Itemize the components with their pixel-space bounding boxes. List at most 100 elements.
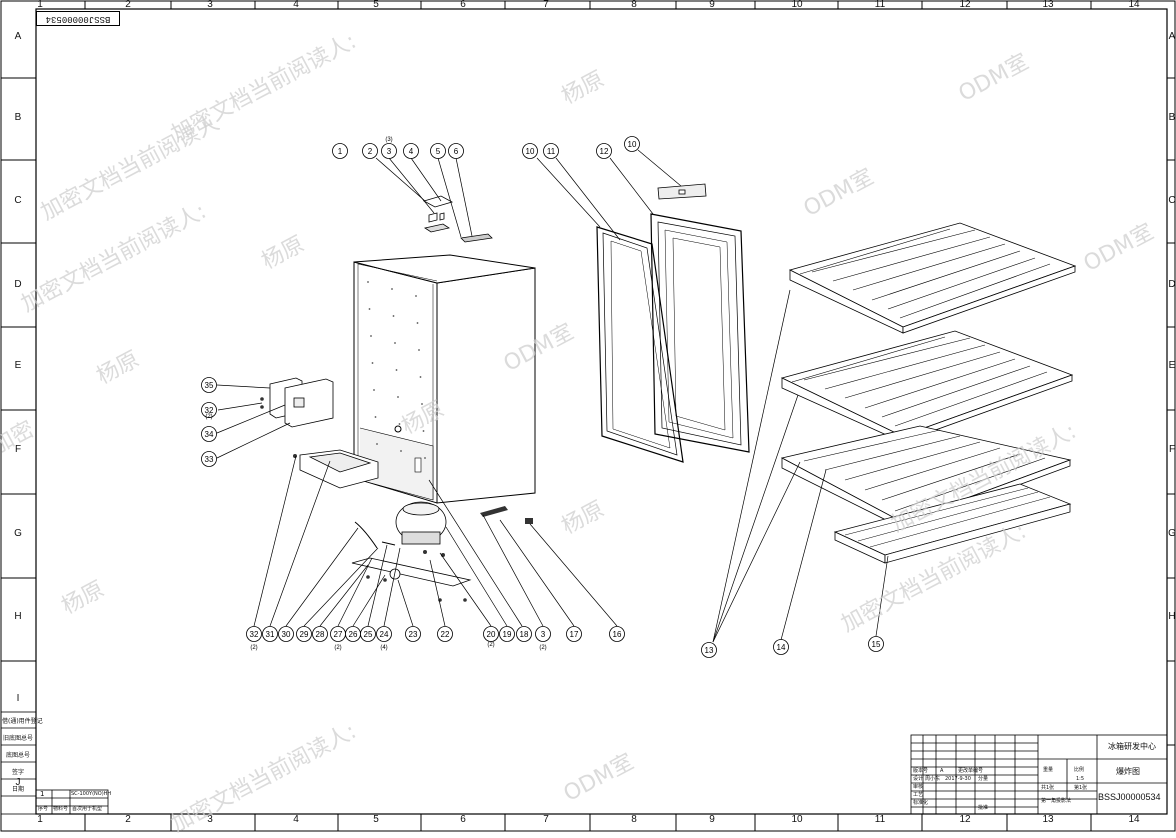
approve-label: 批准 <box>978 805 989 811</box>
zone-column-label: 7 <box>543 0 549 10</box>
balloon-bottom: 25 <box>364 630 373 639</box>
drain-tray <box>299 449 379 489</box>
document-number: BSSJ00000534 <box>1098 792 1161 802</box>
balloon-top: 6 <box>454 147 459 156</box>
zone-row-label: F <box>14 444 22 455</box>
cabinet-rivets <box>367 281 426 459</box>
balloon-bottom-circle <box>312 626 328 642</box>
balloon-bottom-circle <box>566 626 582 642</box>
balloon-bottom-circle <box>437 626 453 642</box>
rivet-dot <box>367 281 369 283</box>
rivet-dot <box>424 457 426 459</box>
balloon-bottom-circle <box>296 626 312 642</box>
usage-index: 1 <box>40 790 45 798</box>
balloon-bottom: 31 <box>266 630 275 639</box>
weight-label: 重量 <box>1043 767 1054 773</box>
zone-row-label: A <box>1168 31 1176 42</box>
zone-column-label: 12 <box>959 0 971 10</box>
balloon-qty: (4) <box>380 645 387 651</box>
balloon-top-circle <box>543 143 559 159</box>
balloon-bottom: 29 <box>300 630 309 639</box>
balloon-bottom: 16 <box>613 630 622 639</box>
balloon-left: 34 <box>205 430 214 439</box>
balloon-top-circle <box>522 143 538 159</box>
bottom-tray <box>833 483 1072 564</box>
cabinet-body <box>353 254 536 504</box>
rivet-dot <box>391 288 393 290</box>
balloon-bottom: 3 <box>541 630 546 639</box>
balloon-top: 11 <box>547 147 556 156</box>
zone-column-label: 5 <box>373 814 379 825</box>
zone-column-label: 10 <box>791 814 803 825</box>
zone-row-label: D <box>1168 279 1176 290</box>
zone-column-label: 3 <box>207 814 213 825</box>
balloon-top-circle <box>624 136 640 152</box>
zone-column-label: 11 <box>874 814 886 825</box>
balloon-right-circle <box>701 642 717 658</box>
left-strip-label: 签字 <box>11 769 24 776</box>
wire-shelf-middle <box>780 330 1074 443</box>
title-block <box>910 734 1168 815</box>
standard-label: 标准化 <box>913 800 929 806</box>
balloon-top: 1 <box>338 147 343 156</box>
balloon-left-circle <box>201 451 217 467</box>
zone-column-label: 1 <box>37 814 43 825</box>
zone-column-label: 11 <box>874 0 886 10</box>
zone-column-label: 6 <box>460 814 466 825</box>
zone-row-label: C <box>14 195 22 206</box>
zone-row-label: D <box>14 279 22 290</box>
balloon-bottom-circle <box>360 626 376 642</box>
zone-row-label: J <box>15 777 21 788</box>
balloon-top: 10 <box>628 140 637 149</box>
door-glass-panel <box>650 213 750 453</box>
balloon-bottom-circle <box>278 626 294 642</box>
balloon-top-circle <box>430 143 446 159</box>
designer-name: 周小东 <box>925 776 941 782</box>
rivet-dot <box>368 308 371 310</box>
rivet-dot <box>422 430 425 432</box>
leader-lines <box>216 149 889 643</box>
balloon-bottom: 22 <box>441 630 450 639</box>
zone-column-label: 2 <box>125 0 131 10</box>
org-name: 冰箱研发中心 <box>1108 742 1156 751</box>
balloon-qty: (2) <box>539 645 546 651</box>
balloon-left-circle <box>201 377 217 393</box>
zone-row-label: H <box>1168 611 1176 622</box>
left-strip-label: 旧底图总号 <box>2 735 33 742</box>
left-strip-label: 日期 <box>11 786 24 793</box>
balloon-right: 14 <box>777 643 786 652</box>
drawing-title: 爆炸图 <box>1116 767 1140 776</box>
zone-row-label: E <box>1168 360 1176 371</box>
balloon-right: 15 <box>872 640 881 649</box>
balloon-bottom-circle <box>516 626 532 642</box>
balloon-bottom-circle <box>483 626 499 642</box>
rivet-dot <box>374 416 377 418</box>
rev-label: 版本号 <box>913 768 929 774</box>
zone-row-label: B <box>14 112 22 123</box>
zone-column-label: 9 <box>709 0 715 10</box>
rivet-dot <box>416 322 419 324</box>
balloon-bottom: 30 <box>282 630 291 639</box>
zone-column-label: 9 <box>709 814 715 825</box>
balloon-top: 12 <box>600 147 609 156</box>
left-strip-label: 借(通)用件登记 <box>2 718 43 725</box>
zone-row-label: H <box>14 611 22 622</box>
balloon-right-circle <box>773 639 789 655</box>
rivet-dot <box>400 450 402 452</box>
balloon-top: 5 <box>436 147 441 156</box>
balloon-left: 35 <box>205 381 214 390</box>
projection-label: 第一角投影法 <box>1041 798 1072 804</box>
usage-col-no: 序号 <box>38 806 49 812</box>
balloon-bottom: 28 <box>316 630 325 639</box>
balloon-top: 2 <box>368 147 373 156</box>
balloon-bottom: 32 <box>250 630 259 639</box>
balloon-bottom: 27 <box>334 630 343 639</box>
balloon-top-circle <box>332 143 348 159</box>
balloon-right: 13 <box>705 646 714 655</box>
balloon-bottom-circle <box>499 626 515 642</box>
balloon-left: 32 <box>205 406 214 415</box>
rivet-dot <box>370 335 372 337</box>
